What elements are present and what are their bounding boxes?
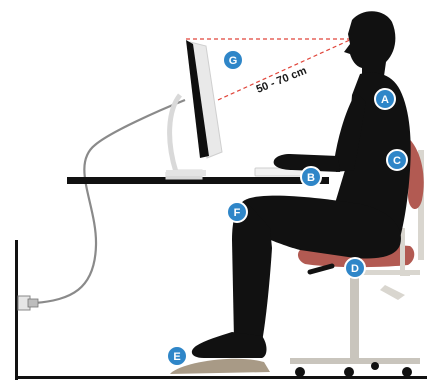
floor-line bbox=[15, 376, 427, 379]
person-head bbox=[344, 11, 395, 78]
callout-b-label: B bbox=[307, 172, 315, 184]
chair-wheel-center bbox=[344, 367, 354, 377]
callout-d-label: D bbox=[351, 263, 359, 275]
callout-f-label: F bbox=[234, 207, 241, 219]
power-cable bbox=[18, 100, 185, 310]
callout-e: E bbox=[167, 346, 187, 366]
callout-c: C bbox=[387, 150, 407, 170]
chair-column bbox=[350, 268, 359, 360]
distance-label: 50 - 70 cm bbox=[255, 65, 309, 96]
chair-arm-bar bbox=[360, 270, 420, 275]
callout-b: B bbox=[301, 167, 321, 187]
chair-foot-pedal bbox=[380, 285, 405, 300]
callout-f: F bbox=[227, 202, 247, 222]
callout-g: G bbox=[223, 50, 243, 70]
monitor bbox=[166, 40, 222, 177]
chair-wheel-back bbox=[371, 362, 379, 370]
power-plug bbox=[28, 299, 38, 307]
callout-g-label: G bbox=[229, 55, 238, 67]
callout-a-label: A bbox=[381, 94, 389, 106]
chair-wheel-right bbox=[402, 367, 412, 377]
callout-a: A bbox=[375, 89, 395, 109]
callout-d: D bbox=[345, 258, 365, 278]
person-foot bbox=[192, 332, 267, 358]
chair-wheel-left bbox=[295, 367, 305, 377]
callout-e-label: E bbox=[173, 351, 180, 363]
callout-c-label: C bbox=[393, 155, 401, 167]
chair-lever bbox=[310, 266, 332, 272]
monitor-base bbox=[166, 170, 206, 176]
